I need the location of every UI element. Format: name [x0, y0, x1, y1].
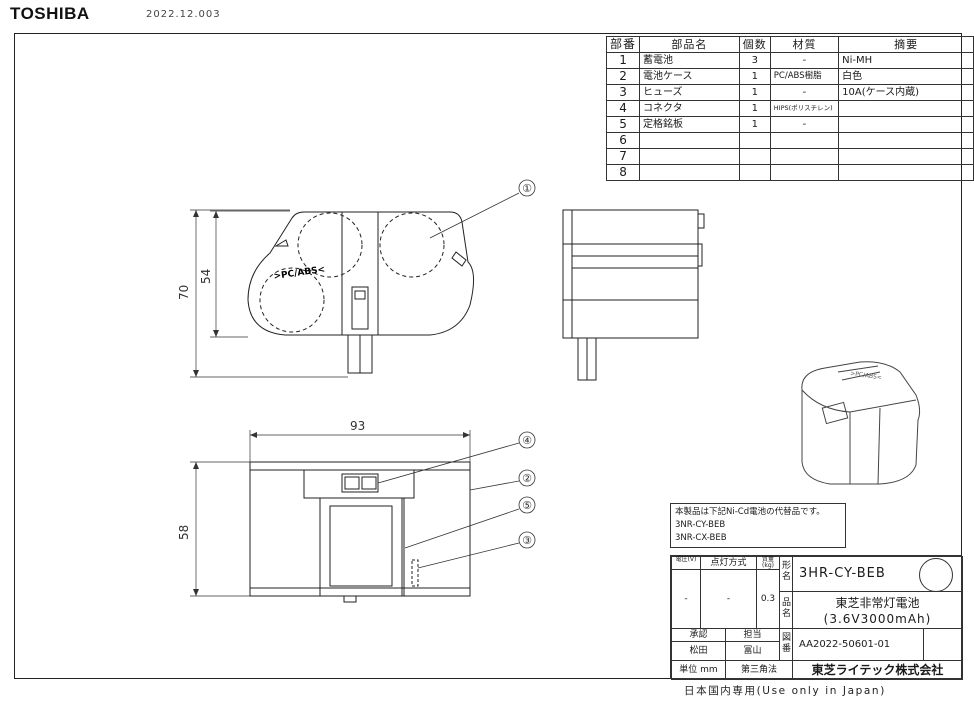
revision-circle — [919, 558, 953, 592]
isometric-view — [801, 361, 921, 485]
lighting-value: - — [700, 569, 757, 629]
document-date: 2022.12.003 — [146, 9, 221, 20]
note-line: 3NR-CY-BEB — [675, 520, 726, 530]
drawing-no: AA2022-50601-01 — [792, 628, 924, 661]
callout-1: ① — [522, 182, 532, 195]
blank-cell — [923, 628, 963, 661]
projection: 第三角法 — [725, 660, 793, 680]
lighting-label: 点灯方式 — [700, 556, 757, 570]
row-no: 4 — [605, 100, 641, 117]
voltage-value: - — [671, 569, 701, 629]
iso-material-mark: >PC/ABS< — [850, 370, 882, 381]
top-view-outline — [249, 461, 471, 597]
model-label: 形名 — [781, 561, 791, 582]
mass-value: 0.3 — [756, 569, 780, 629]
company-name: 東芝ライテック株式会社 — [792, 660, 963, 680]
side-view-outline — [562, 209, 699, 339]
cell-circle — [259, 267, 325, 333]
cell-circle — [379, 212, 445, 278]
person-name: 冨山 — [725, 641, 780, 661]
approver-name: 松田 — [671, 641, 726, 661]
drawing-no-label: 図番 — [781, 633, 791, 654]
cell-circle — [297, 212, 363, 278]
model-label-cell: 形名 — [779, 556, 793, 592]
unit: 単位 mm — [671, 660, 726, 680]
connector-slot — [351, 286, 369, 330]
brand-logo: TOSHIBA — [10, 4, 90, 23]
table-row: 5 定格銘板 1 - — [605, 116, 974, 133]
mass-label: 質量(kg) — [756, 556, 780, 570]
rating-plate — [329, 505, 393, 587]
row-no: 2 — [605, 68, 641, 85]
note-line: 本製品は下記Ni-Cd電池の代替品です。 — [675, 507, 825, 517]
usage-note: 日本国内専用(Use only in Japan) — [684, 685, 886, 697]
material-mark: >PC/ABS< — [273, 265, 326, 282]
table-row: 8 — [605, 164, 974, 181]
charge-label: 担当 — [725, 628, 780, 642]
dimension-height-side: 58 — [177, 525, 191, 540]
voltage-label: 電圧(V) — [671, 556, 701, 570]
callout-2: ② — [522, 472, 532, 485]
callout-5: ⑤ — [522, 499, 532, 512]
product-cell: 東芝非常灯電池 (3.6V3000mAh) — [792, 591, 963, 629]
title-block: 電圧(V) 点灯方式 質量(kg) - - 0.3 形名 3HR-CY-BEB … — [670, 555, 963, 680]
parts-table: 部番 部品名 個数 材質 摘要 1 蓄電池 3 - Ni-MH 2 電池ケース … — [605, 36, 974, 181]
table-row: 2 電池ケース 1 PC/ABS樹脂 白色 — [605, 68, 974, 85]
row-remark — [838, 164, 974, 181]
callout-4: ④ — [522, 434, 532, 447]
product-label: 品名 — [781, 598, 791, 619]
dimension-height-body: 54 — [199, 269, 213, 284]
front-view-outline — [247, 211, 474, 336]
table-row: 3 ヒューズ 1 - 10A(ケース内蔵) — [605, 84, 974, 101]
note-box: 本製品は下記Ni-Cd電池の代替品です。 3NR-CY-BEB 3NR-CX-B… — [670, 503, 846, 548]
approve-label: 承認 — [671, 628, 726, 642]
row-no: 8 — [605, 164, 641, 181]
product-label-cell: 品名 — [779, 591, 793, 629]
dimension-height-total: 70 — [177, 285, 191, 300]
product-spec: (3.6V3000mAh) — [823, 612, 932, 626]
drawing-frame — [14, 33, 962, 679]
note-line: 3NR-CX-BEB — [675, 533, 727, 543]
callout-3: ③ — [522, 534, 532, 547]
drawing-no-label-cell: 図番 — [779, 628, 793, 661]
dimension-width: 93 — [350, 419, 365, 433]
fuse — [411, 559, 419, 587]
row-material — [769, 164, 840, 181]
row-no: 3 — [605, 84, 641, 101]
product-name: 東芝非常灯電池 — [835, 596, 920, 610]
